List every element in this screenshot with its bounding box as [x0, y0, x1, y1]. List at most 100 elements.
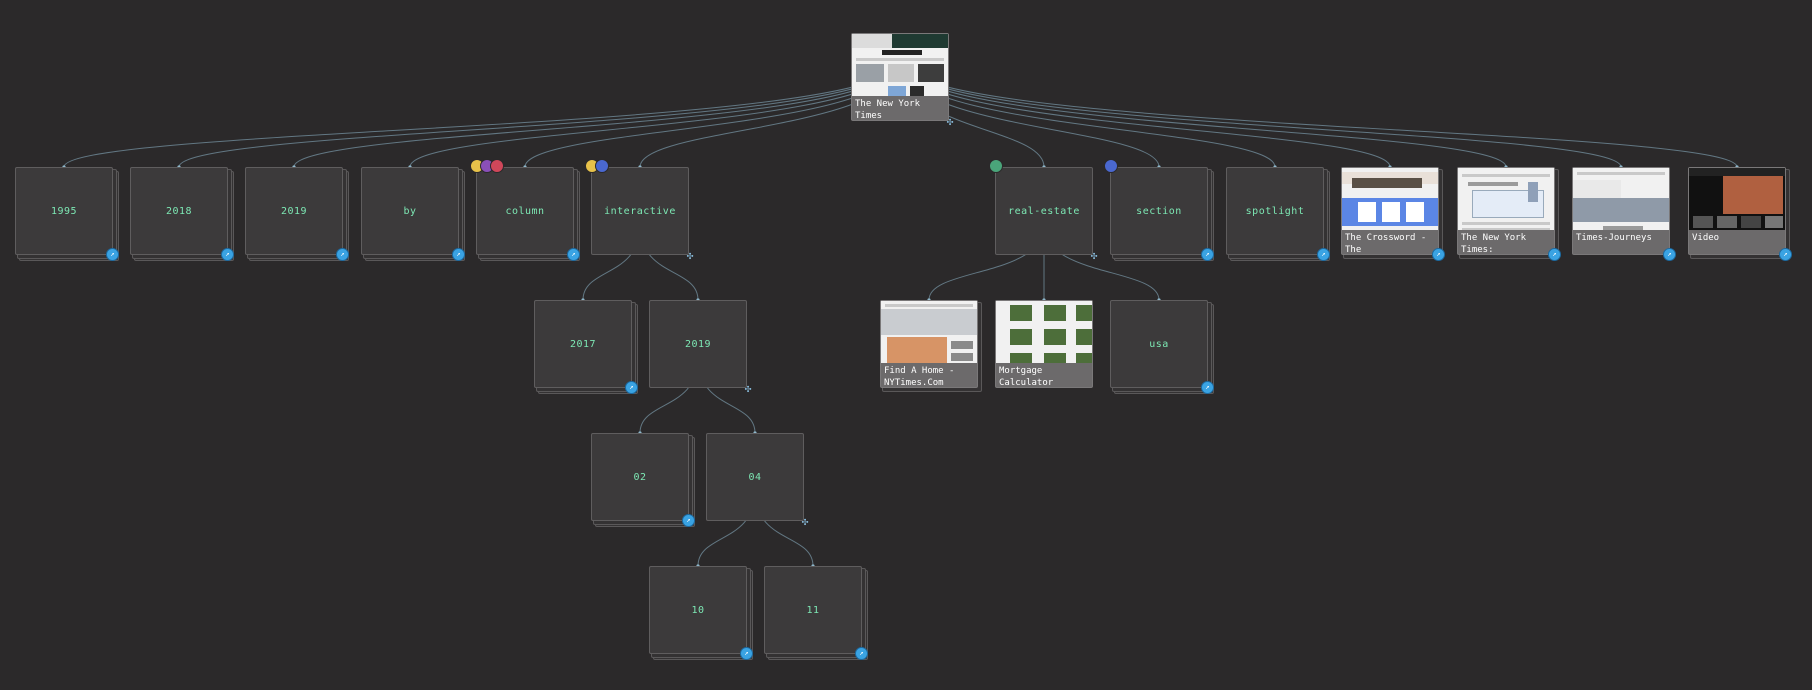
folder-node-1995[interactable]: 1995 ↗: [15, 167, 119, 261]
folder-card[interactable]: spotlight: [1226, 167, 1324, 255]
folder-card[interactable]: 2018: [130, 167, 228, 255]
folder-card[interactable]: 1995: [15, 167, 113, 255]
folder-label: column: [505, 205, 545, 217]
folder-label: 11: [806, 604, 820, 616]
folder-card[interactable]: 10: [649, 566, 747, 654]
folder-card[interactable]: 2019: [245, 167, 343, 255]
color-tag-dot-blue: [1104, 159, 1118, 173]
folder-node-11[interactable]: 11 ↗: [764, 566, 868, 660]
page-node-times-journeys[interactable]: Times-Journeys ↗: [1572, 167, 1676, 261]
tree-edge: [899, 60, 1738, 168]
external-link-icon[interactable]: ↗: [1317, 248, 1330, 261]
root-thumbnail: [852, 34, 948, 96]
external-link-icon[interactable]: ↗: [682, 514, 695, 527]
folder-node-interactive-2017[interactable]: 2017 ↗: [534, 300, 638, 394]
root-caption: The New York Times - Breaking News, U…: [855, 98, 921, 120]
folder-card[interactable]: 11: [764, 566, 862, 654]
expand-icon[interactable]: ✣: [744, 382, 752, 395]
page-caption: Video: [1692, 232, 1720, 243]
external-link-icon[interactable]: ↗: [1432, 248, 1445, 261]
page-thumbnail: [1573, 168, 1669, 230]
page-card[interactable]: The New York Times: Digital And Home D…: [1457, 167, 1555, 255]
folder-node-interactive[interactable]: interactive ✣: [585, 159, 693, 262]
tree-edge: [293, 60, 901, 168]
folder-card[interactable]: section: [1110, 167, 1208, 255]
folder-label: spotlight: [1245, 205, 1305, 217]
folder-node-02[interactable]: 02 ↗: [591, 433, 695, 527]
page-card[interactable]: Times-Journeys: [1572, 167, 1670, 255]
expand-icon[interactable]: ✣: [946, 115, 954, 128]
page-caption: The New York Times: Digital And Home D…: [1461, 232, 1527, 254]
page-node-find-a-home[interactable]: Find A Home - NYTimes.Com: [880, 300, 982, 392]
external-link-icon[interactable]: ↗: [567, 248, 580, 261]
folder-card[interactable]: 2017: [534, 300, 632, 388]
folder-label: interactive: [604, 205, 676, 217]
page-node-digital-home[interactable]: The New York Times: Digital And Home D… …: [1457, 167, 1561, 261]
color-tag-dots: [989, 159, 1003, 173]
folder-node-section[interactable]: section ↗: [1104, 159, 1214, 261]
page-thumbnail: [881, 301, 977, 363]
external-link-icon[interactable]: ↗: [452, 248, 465, 261]
page-thumbnail: [996, 301, 1092, 363]
page-node-crossword[interactable]: The Crossword - The New York Times ↗: [1341, 167, 1445, 261]
color-tag-dots: [1104, 159, 1118, 173]
page-card[interactable]: The Crossword - The New York Times: [1341, 167, 1439, 255]
folder-label: by: [403, 205, 417, 217]
folder-card[interactable]: by: [361, 167, 459, 255]
tree-edge: [409, 60, 901, 168]
external-link-icon[interactable]: ↗: [855, 647, 868, 660]
page-card[interactable]: Video: [1688, 167, 1786, 255]
folder-node-by[interactable]: by ↗: [361, 167, 465, 261]
folder-node-10[interactable]: 10 ↗: [649, 566, 753, 660]
root-node-nytimes[interactable]: The New York Times - Breaking News, U… ✣: [851, 33, 953, 128]
external-link-icon[interactable]: ↗: [1548, 248, 1561, 261]
folder-card[interactable]: usa: [1110, 300, 1208, 388]
page-caption: The Crossword - The New York Times: [1345, 232, 1427, 254]
external-link-icon[interactable]: ↗: [740, 647, 753, 660]
folder-node-2018[interactable]: 2018 ↗: [130, 167, 234, 261]
page-thumbnail: [1458, 168, 1554, 230]
folder-card[interactable]: interactive: [591, 167, 689, 255]
expand-icon[interactable]: ✣: [1090, 249, 1098, 262]
folder-label: 2017: [569, 338, 597, 350]
folder-node-2019[interactable]: 2019 ↗: [245, 167, 349, 261]
folder-card[interactable]: real-estate: [995, 167, 1093, 255]
folder-label: 04: [748, 471, 762, 483]
tree-edge: [899, 60, 1622, 168]
page-node-mortgage-calculator[interactable]: Mortgage Calculator - Estimate Mortgag…: [995, 300, 1093, 388]
tree-edge: [178, 60, 901, 168]
external-link-icon[interactable]: ↗: [336, 248, 349, 261]
folder-card[interactable]: 2019: [649, 300, 747, 388]
external-link-icon[interactable]: ↗: [106, 248, 119, 261]
external-link-icon[interactable]: ↗: [625, 381, 638, 394]
folder-node-spotlight[interactable]: spotlight ↗: [1226, 167, 1330, 261]
page-caption: Mortgage Calculator - Estimate Mortgag…: [999, 365, 1054, 387]
folder-card[interactable]: 02: [591, 433, 689, 521]
folder-node-usa[interactable]: usa ↗: [1110, 300, 1214, 394]
folder-label: 2019: [280, 205, 308, 217]
tree-edge: [63, 60, 901, 168]
page-node-video[interactable]: Video ↗: [1688, 167, 1792, 261]
tree-edge: [899, 60, 1507, 168]
page-card[interactable]: Find A Home - NYTimes.Com: [880, 300, 978, 388]
color-tag-dot-red: [490, 159, 504, 173]
expand-icon[interactable]: ✣: [801, 515, 809, 528]
page-card[interactable]: Mortgage Calculator - Estimate Mortgag…: [995, 300, 1093, 388]
folder-label: 10: [691, 604, 705, 616]
root-node-card[interactable]: The New York Times - Breaking News, U…: [851, 33, 949, 121]
folder-node-column[interactable]: column ↗: [470, 159, 580, 261]
folder-node-04[interactable]: 04 ✣: [706, 433, 808, 528]
external-link-icon[interactable]: ↗: [1201, 381, 1214, 394]
page-thumbnail: [1689, 168, 1785, 230]
folder-card[interactable]: column: [476, 167, 574, 255]
color-tag-dot-blue: [595, 159, 609, 173]
external-link-icon[interactable]: ↗: [221, 248, 234, 261]
expand-icon[interactable]: ✣: [686, 249, 694, 262]
external-link-icon[interactable]: ↗: [1201, 248, 1214, 261]
folder-node-interactive-2019[interactable]: 2019 ✣: [649, 300, 751, 395]
external-link-icon[interactable]: ↗: [1663, 248, 1676, 261]
folder-label: 02: [633, 471, 647, 483]
folder-node-real-estate[interactable]: real-estate ✣: [989, 159, 1097, 262]
folder-card[interactable]: 04: [706, 433, 804, 521]
external-link-icon[interactable]: ↗: [1779, 248, 1792, 261]
